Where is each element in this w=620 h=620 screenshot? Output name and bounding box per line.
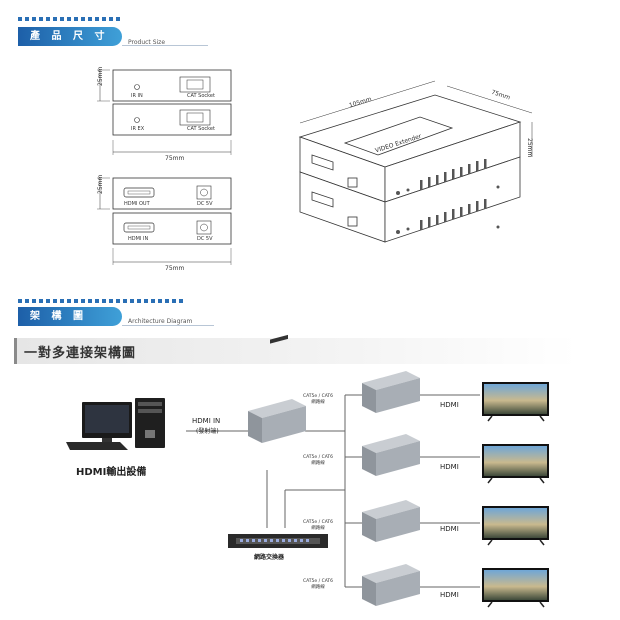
banner-title: 一對多連接架構圖	[24, 346, 137, 361]
label-hdmi-in: HDMI IN	[128, 236, 148, 242]
rj45-port-icon	[179, 109, 211, 126]
section-dots	[18, 299, 183, 303]
section-subtitle-architecture: Architecture Diagram	[128, 318, 193, 325]
banner-accent-bar	[14, 338, 17, 364]
hdmi-output-label: HDMI	[440, 401, 459, 409]
rx-front-panel-2: IR EX CAT Socket	[112, 103, 232, 136]
label-hdmi-out: HDMI OUT	[124, 201, 151, 207]
hdmi-port-icon	[123, 222, 155, 233]
receiver-device-icon	[362, 371, 420, 413]
dc-port-icon	[196, 185, 212, 200]
dimension-drawings: IR IN CAT Socket IR EX CAT Socket 25mm 7…	[97, 67, 533, 272]
rj45-port-icon	[179, 76, 211, 93]
isometric-device-drawing	[298, 94, 522, 243]
tv-icon	[482, 382, 549, 422]
dim-tx-width: 75mm	[165, 265, 184, 272]
ir-port-icon	[134, 117, 140, 123]
section-rule	[122, 325, 214, 326]
label-ir-in: IR IN	[131, 93, 143, 99]
section-subtitle-size: Product Size	[128, 39, 166, 46]
hdmi-output-label: HDMI	[440, 525, 459, 533]
rx-front-panel: IR IN CAT Socket	[112, 69, 232, 102]
dim-tx-height: 25mm	[97, 175, 104, 194]
tx-front-panel: HDMI OUT DC 5V	[112, 177, 232, 210]
diagram-banner	[14, 338, 577, 364]
label-cat-socket-2: CAT Socket	[187, 126, 215, 132]
hdmi-output-label: HDMI	[440, 463, 459, 471]
hdmi-output-label: HDMI	[440, 591, 459, 599]
dim-iso-height: 25mm	[526, 138, 533, 157]
dc-port-icon	[196, 220, 212, 235]
transmitter-device-icon	[248, 334, 306, 443]
receiver-device-icon	[362, 434, 420, 476]
tv-icon	[482, 568, 549, 608]
hdmi-in-label: HDMI IN	[192, 417, 221, 425]
label-dc-5v-1: DC 5V	[197, 201, 213, 207]
tv-icon	[482, 506, 549, 546]
ir-port-icon	[134, 84, 140, 90]
section-title-architecture: 架 構 圖	[18, 307, 122, 326]
label-dc-5v-2: DC 5V	[197, 236, 213, 242]
source-device-label: HDMI輸出設備	[76, 467, 147, 478]
vent-slots	[396, 159, 500, 234]
tx-front-panel-2: HDMI IN DC 5V	[112, 212, 232, 245]
dim-rx-width: 75mm	[165, 155, 184, 162]
receiver-device-icon	[362, 500, 420, 542]
computer-icon	[66, 398, 165, 450]
network-switch-icon	[228, 534, 328, 548]
transmitter-sub-label: (發射端)	[196, 428, 219, 435]
hdmi-port-icon	[123, 187, 155, 198]
tv-icon	[482, 444, 549, 484]
switch-label: 網路交換器	[254, 554, 285, 561]
label-ir-ex: IR EX	[131, 126, 145, 132]
section-title-size: 產 品 尺 寸	[18, 27, 122, 46]
section-dots	[18, 17, 120, 21]
network-cables	[186, 394, 480, 588]
label-cat-socket-1: CAT Socket	[187, 93, 215, 99]
receiver-device-icon	[362, 564, 420, 606]
dim-rx-height: 25mm	[97, 67, 104, 86]
section-rule	[122, 45, 208, 46]
